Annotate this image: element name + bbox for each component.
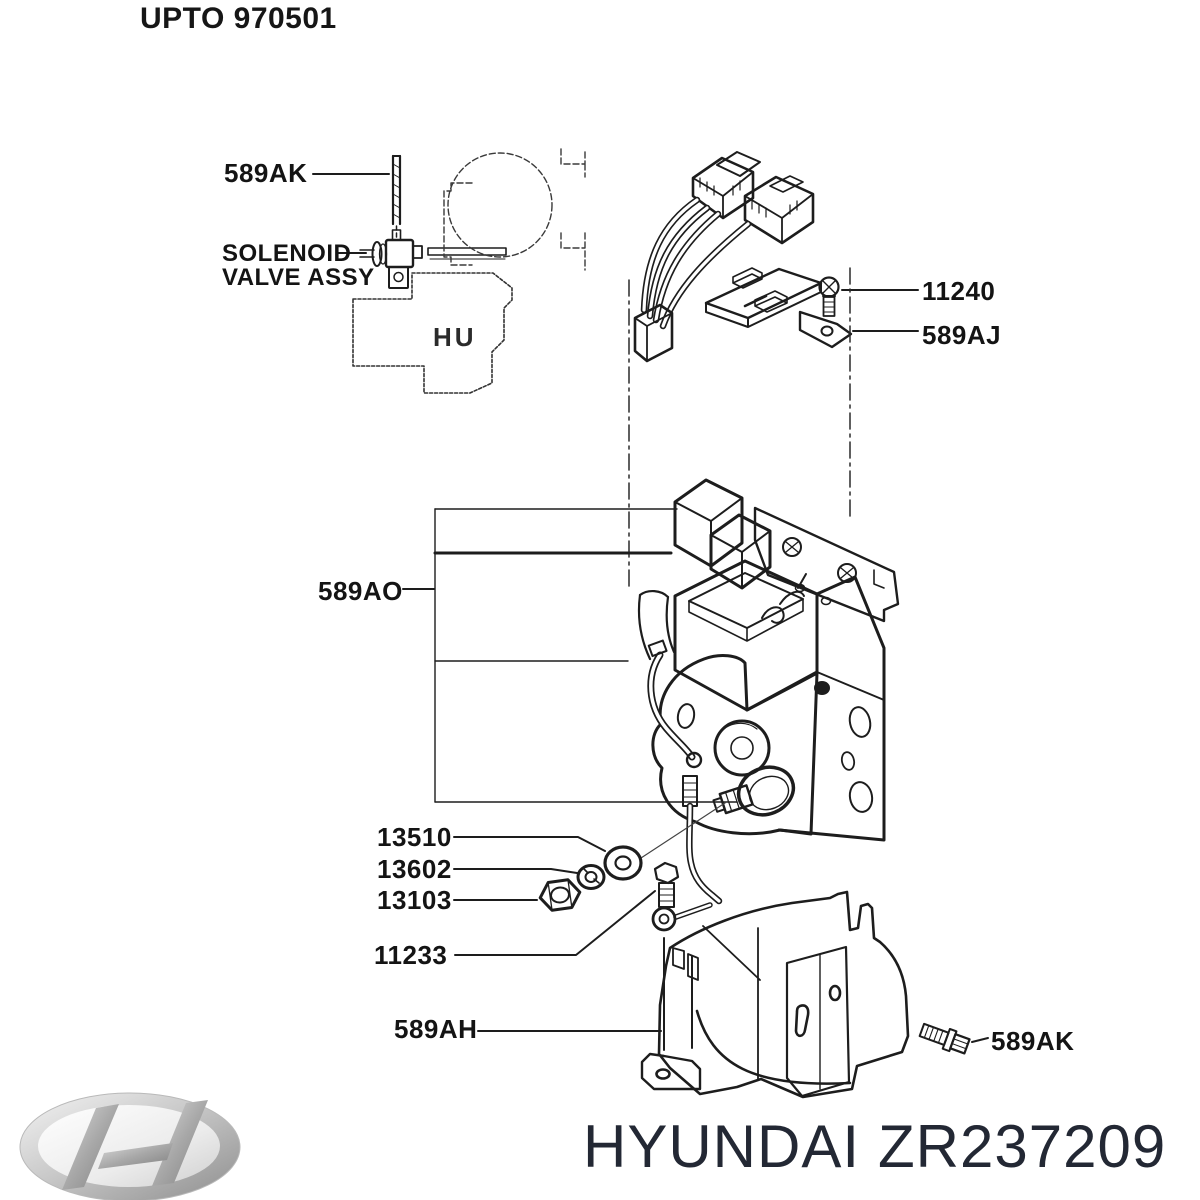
footer-part-reference: HYUNDAI ZR237209 [583,1112,1166,1181]
assembly-guide-line [640,800,729,859]
part-label-589aj: 589AJ [922,320,1002,350]
spring-washer-13602 [576,864,606,890]
part-label-589ak-top: 589AK [224,158,308,188]
accumulator [712,765,796,817]
washer-13510 [603,845,643,881]
solenoid-label-line2: VALVE ASSY [222,264,375,291]
bolt-589ak-bottom [918,1022,989,1055]
solenoid-label-line1: SOLENOID [222,240,352,267]
wiring-harness [633,151,815,363]
ecu-plate [753,506,900,623]
bracket-plate-589aj [704,267,919,349]
relay-cubes [673,478,772,590]
booster-outline [443,148,586,271]
long-bolt-589ak [312,154,402,239]
part-label-589ak-bottom: 589AK [991,1026,1075,1056]
part-label-589ao: 589AO [318,576,403,606]
standpipe [637,590,676,661]
center-lines [628,267,851,591]
pipe-stub [427,247,507,260]
part-label-solenoid-valve-assy: SOLENOID VALVE ASSY [222,242,375,290]
hyundai-h-glyph [62,1100,208,1190]
cover-bracket-589ah [477,890,910,1099]
brake-pipe [651,775,723,932]
hu-outline [352,272,513,394]
leader-lines-left [453,836,656,956]
hu-label: HU [433,322,477,352]
part-label-13103: 13103 [377,885,452,915]
nut-13103 [538,878,582,912]
part-label-13510: 13510 [377,822,452,852]
solenoid-valve [336,229,423,289]
part-label-11233: 11233 [374,940,448,970]
part-label-13602: 13602 [377,854,452,884]
callout-bracket-589ao [402,508,738,803]
screw-11240 [818,276,919,317]
hydraulic-unit-body [647,575,886,842]
footer-part-code: ZR237209 [878,1113,1167,1180]
hyundai-logo [19,1092,241,1200]
footer-brand: HYUNDAI [583,1113,861,1180]
part-label-589ah: 589AH [394,1014,478,1044]
part-label-11240: 11240 [922,276,996,306]
revision-note: UPTO 970501 [140,2,337,35]
